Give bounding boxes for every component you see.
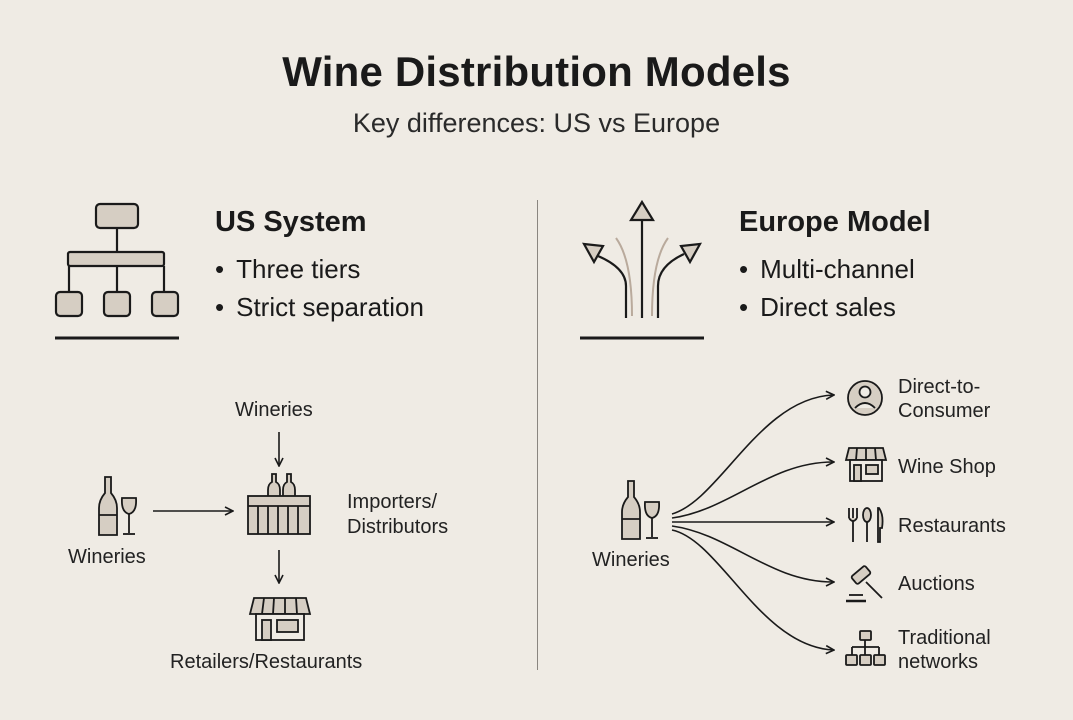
wine-bottle-glass-icon [98,476,138,536]
storefront-icon [248,597,312,641]
europe-heading: Europe Model [739,206,931,238]
page-subtitle: Key differences: US vs Europe [352,108,721,138]
us-left-wineries-label: Wineries [68,546,146,568]
arrow-to-wine-shop [671,462,833,519]
center-divider [537,200,538,670]
channel-label-dtc-2: Consumer [898,400,991,422]
channel-label-wine-shop: Wine Shop [898,456,996,478]
storefront-icon [844,447,888,482]
person-icon [847,380,883,416]
us-distributor-label-1: Importers/ [347,491,438,513]
channel-label-auctions: Auctions [898,573,975,595]
page-title: Wine Distribution Models [282,48,791,95]
europe-bullets: Multi-channel Direct sales [739,250,915,326]
diverging-arrows-icon [580,199,704,340]
gavel-icon [846,565,883,603]
arrow-to-dtc [671,395,833,515]
cutlery-icon [848,507,884,543]
europe-bullet: Direct sales [739,288,915,326]
us-retailers-label: Retailers/Restaurants [170,651,363,673]
us-bullet: Strict separation [215,288,424,326]
us-heading: US System [215,206,367,238]
channel-label-restaurants: Restaurants [898,515,1006,537]
channel-label-traditional-2: networks [898,651,979,673]
europe-bullet: Multi-channel [739,250,915,288]
org-chart-icon [54,202,180,340]
channel-label-traditional-1: Traditional [898,627,991,649]
us-bullets: Three tiers Strict separation [215,250,424,326]
us-top-wineries-label: Wineries [235,399,313,421]
warehouse-icon [247,473,311,535]
channel-arrows [671,395,833,650]
us-bullet: Three tiers [215,250,424,288]
arrow-to-traditional [671,529,833,650]
us-distributor-label-2: Distributors [347,516,449,538]
arrow-to-auctions [671,525,833,582]
europe-wineries-label: Wineries [592,549,670,571]
wine-bottle-glass-icon [621,480,661,540]
channel-label-dtc-1: Direct-to- [898,376,981,398]
network-icon [845,630,886,666]
